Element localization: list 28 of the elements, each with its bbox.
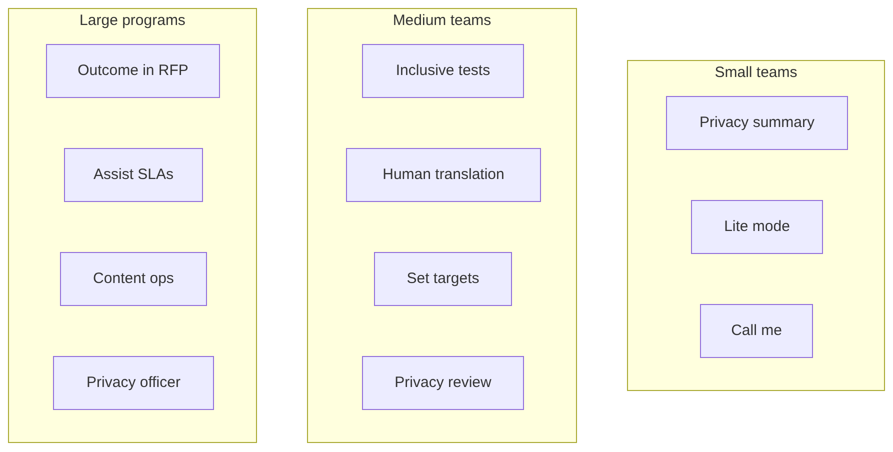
node-label: Privacy summary	[699, 112, 814, 133]
process-box	[346, 148, 541, 202]
node-label: Content ops	[93, 268, 174, 289]
process-box	[374, 252, 512, 306]
process-box	[691, 200, 823, 254]
node-label: Call me	[731, 320, 782, 341]
process-box	[46, 44, 220, 98]
node-label: Set targets	[406, 268, 480, 289]
process-box	[700, 304, 813, 358]
group-panel	[627, 60, 885, 391]
node-label: Privacy review	[394, 372, 492, 393]
process-box	[64, 148, 203, 202]
group-panel	[307, 8, 577, 443]
node-label: Outcome in RFP	[78, 60, 188, 81]
process-box	[666, 96, 848, 150]
process-box	[60, 252, 207, 306]
group-title: Small teams	[714, 63, 798, 83]
node-label: Human translation	[382, 164, 504, 185]
process-box	[362, 356, 524, 410]
node-label: Inclusive tests	[396, 60, 490, 81]
process-box	[53, 356, 214, 410]
process-box	[362, 44, 524, 98]
group-panel	[8, 8, 257, 443]
node-label: Assist SLAs	[93, 164, 174, 185]
node-label: Privacy officer	[86, 372, 180, 393]
node-label: Lite mode	[724, 216, 790, 237]
group-title: Medium teams	[392, 11, 492, 31]
group-title: Large programs	[78, 11, 186, 31]
